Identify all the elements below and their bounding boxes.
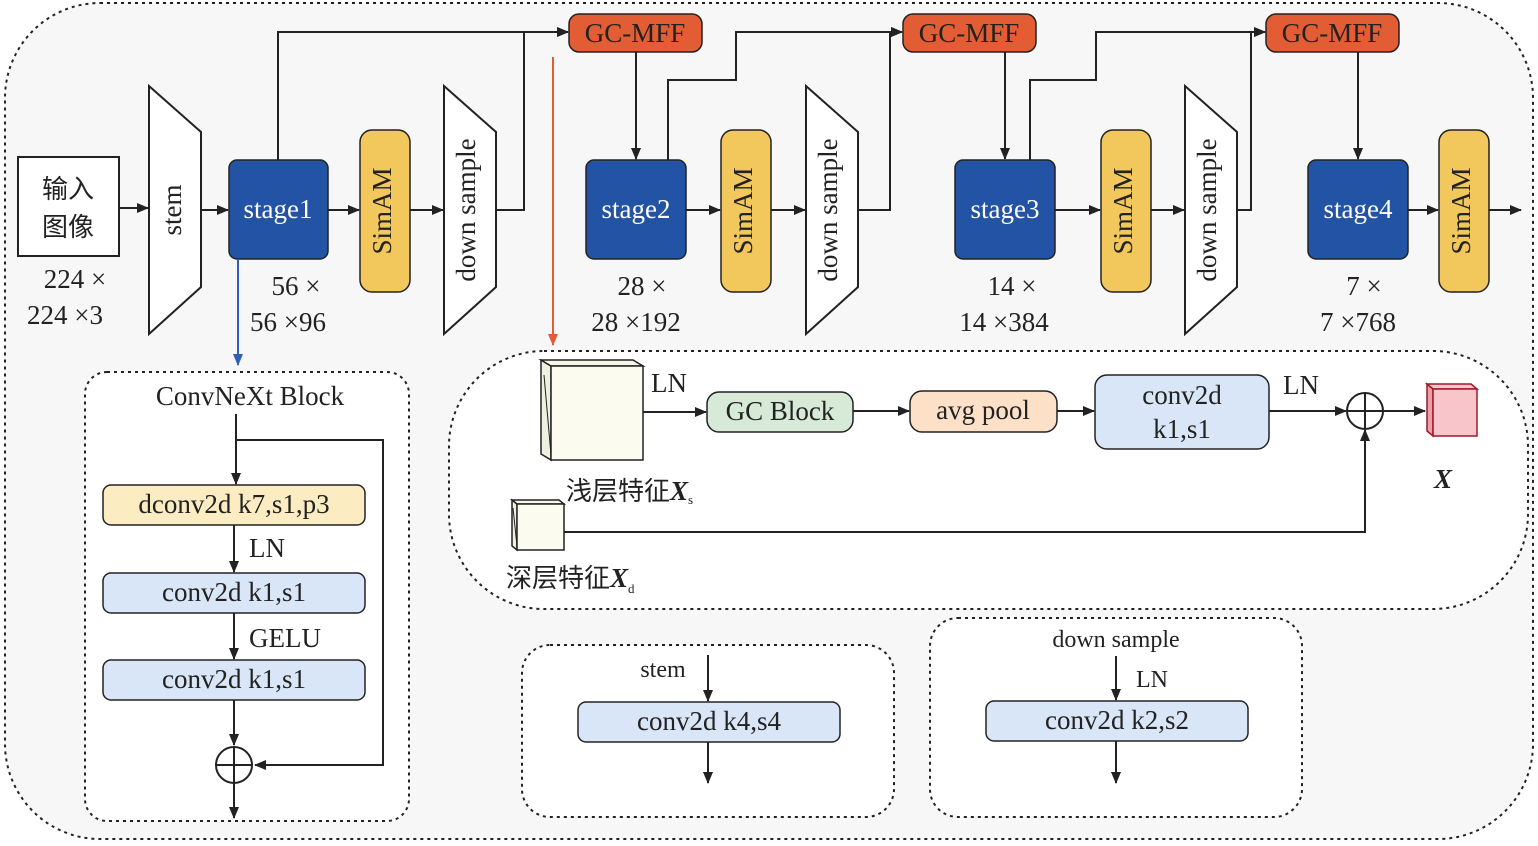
input-label-line1: 输入 (42, 175, 94, 205)
stage4-dim-line2: 7 ×768 (1320, 307, 1396, 337)
downsample2-label: down sample (813, 138, 843, 281)
downsample2-block (805, 83, 859, 337)
convnext-title: ConvNeXt Block (156, 381, 345, 411)
gcmff2-block (902, 13, 1037, 53)
gcmff-conv-line1: conv2d (1142, 380, 1222, 410)
main-pipeline: 输入 图像 224 × 224 ×3 stem stage1 56 × 56 ×… (17, 13, 1522, 366)
stage1-label: stage1 (244, 194, 313, 224)
stage3-label: stage3 (971, 194, 1040, 224)
stage2-dim-line2: 28 ×192 (591, 307, 680, 337)
stage4-dim-line1: 7 × (1346, 271, 1381, 301)
convnext-ln-label: LN (249, 533, 285, 563)
convnext-dconv-label: dconv2d k7,s1,p3 (138, 489, 329, 519)
stem-label: stem (157, 185, 187, 236)
arrow-stage2-gcmff2 (667, 27, 903, 160)
arrow-stage3-gcmff3 (1029, 27, 1266, 160)
gcmff-ln2-label: LN (1283, 370, 1319, 400)
gcmff-detail: 浅层特征 X s LN GC Block avg pool conv2d k1,… (448, 350, 1529, 610)
stem-block (148, 83, 202, 337)
shallow-feature-var: X (669, 476, 689, 506)
convnext-block-detail: ConvNeXt Block dconv2d k7,s1,p3 LN conv2… (84, 371, 410, 822)
arrow-stage1-gcmff1 (277, 27, 569, 160)
stage2-label: stage2 (602, 194, 671, 224)
convnext-conv1-label: conv2d k1,s1 (162, 577, 306, 607)
simam2-label: SimAM (728, 167, 758, 254)
convnext-conv2-label: conv2d k1,s1 (162, 664, 306, 694)
input-image-box (17, 156, 120, 257)
arrow-ds1-gcmff1 (496, 27, 569, 211)
gcmff1-label: GC-MFF (585, 18, 686, 48)
deep-feature-sub: d (628, 581, 635, 596)
stage2-dim-line1: 28 × (618, 271, 667, 301)
convnext-residual-path (236, 439, 384, 770)
gc-block-label: GC Block (726, 396, 835, 426)
input-dim-line1: 224 × (44, 264, 106, 294)
input-label-line2: 图像 (42, 213, 94, 243)
downsample-detail-ln: LN (1136, 667, 1168, 693)
downsample-detail: down sample LN conv2d k2,s2 (929, 617, 1303, 818)
gcmff-add-icon (1346, 392, 1384, 430)
gcmff3-block (1265, 13, 1400, 53)
simam4-label: SimAM (1446, 167, 1476, 254)
stage4-label: stage4 (1324, 194, 1393, 224)
deep-feature-label: 深层特征 (506, 564, 610, 594)
convnext-gelu-label: GELU (249, 623, 321, 653)
stage3-dim-line1: 14 × (988, 271, 1037, 301)
gcmff3-label: GC-MFF (1282, 18, 1383, 48)
stem-detail-conv-label: conv2d k4,s4 (637, 706, 781, 736)
deep-feature-cube-icon (509, 498, 567, 552)
shallow-feature-label: 浅层特征 (566, 477, 670, 507)
shallow-feature-cube-icon (538, 358, 646, 462)
shallow-feature-sub: s (688, 492, 693, 507)
gcmff2-label: GC-MFF (919, 18, 1020, 48)
output-feature-cube-icon (1424, 382, 1480, 438)
input-dim-line2: 224 ×3 (27, 300, 103, 330)
arrow-deep-add (564, 429, 1370, 533)
downsample1-block (443, 83, 497, 337)
convnext-add-icon (215, 746, 253, 784)
stem-detail: stem conv2d k4,s4 (521, 644, 895, 818)
gcmff-conv-line2: k1,s1 (1153, 414, 1211, 444)
downsample3-block (1184, 83, 1238, 337)
stage1-dim-line1: 56 × (272, 271, 321, 301)
avg-pool-label: avg pool (936, 395, 1030, 425)
arrow-ds2-gcmff2 (858, 27, 903, 211)
downsample-detail-title: down sample (1052, 627, 1179, 653)
simam1-label: SimAM (367, 167, 397, 254)
downsample-detail-conv-label: conv2d k2,s2 (1045, 705, 1189, 735)
stage1-dim-line2: 56 ×96 (250, 307, 326, 337)
simam3-label: SimAM (1108, 167, 1138, 254)
stage3-dim-line2: 14 ×384 (959, 307, 1049, 337)
downsample1-label: down sample (451, 138, 481, 281)
stem-detail-title: stem (640, 657, 686, 683)
gcmff-ln1-label: LN (651, 368, 687, 398)
output-var: X (1433, 464, 1453, 494)
downsample3-label: down sample (1192, 138, 1222, 281)
arrow-ds3-gcmff3 (1237, 27, 1266, 211)
deep-feature-var: X (609, 563, 629, 593)
